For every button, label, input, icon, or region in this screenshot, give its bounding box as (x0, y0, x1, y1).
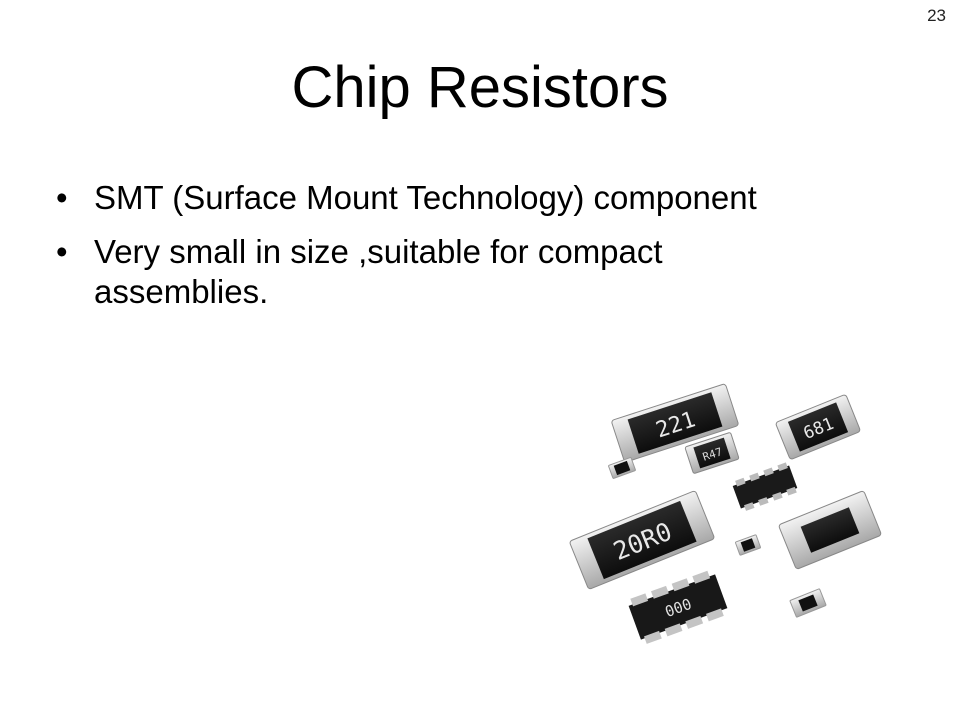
chip-tiny-left (608, 457, 636, 479)
chip-array-small (732, 462, 798, 511)
slide-title: Chip Resistors (291, 55, 669, 120)
bullet-item: • SMT (Surface Mount Technology) compone… (56, 178, 776, 218)
chip-tiny-middle (735, 534, 761, 556)
bullet-text: Very small in size ,suitable for compact… (94, 233, 663, 310)
chip-tiny-bottom (789, 588, 827, 618)
chip-r47: R47 (684, 432, 740, 474)
chip-681: 681 (775, 394, 861, 460)
chip-array-000: 000 (628, 570, 728, 644)
chip-20r0: 20R0 (569, 490, 715, 590)
bullet-dot-icon: • (56, 179, 68, 216)
chip-221: 221 (611, 383, 739, 463)
chip-resistors-photo: 221 681 R47 (560, 335, 915, 680)
chip-blank-right (778, 490, 882, 570)
bullet-dot-icon: • (56, 233, 68, 270)
bullet-item: • Very small in size ,suitable for compa… (56, 232, 776, 312)
bullet-list: • SMT (Surface Mount Technology) compone… (56, 178, 776, 326)
page-number: 23 (927, 6, 946, 25)
bullet-text: SMT (Surface Mount Technology) component (94, 179, 757, 216)
chip-r47-label: R47 (701, 445, 724, 464)
